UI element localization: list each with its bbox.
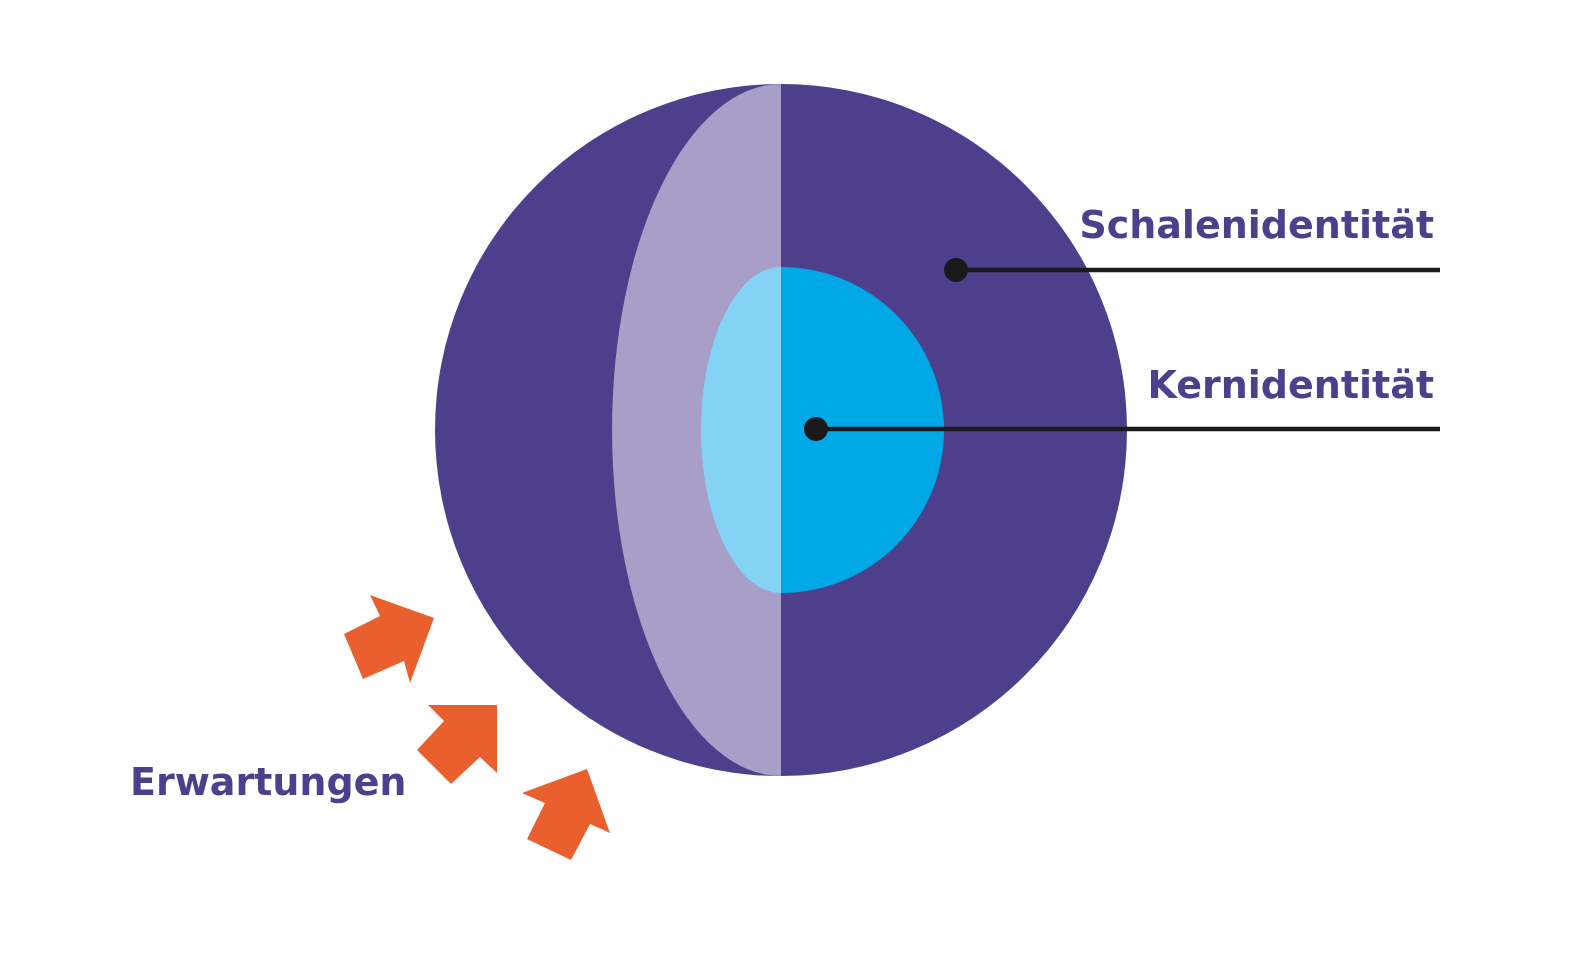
shell-identity-label: Schalenidentität [1079, 203, 1434, 247]
core-leader-dot [804, 417, 828, 441]
shell-cross-section [612, 84, 781, 776]
shell-leader-dot [944, 258, 968, 282]
core-cross-section [701, 267, 781, 593]
expectation-arrow [417, 705, 497, 784]
core-identity-label: Kernidentität [1147, 363, 1434, 407]
expectation-arrow [344, 595, 434, 683]
expectations-label: Erwartungen [130, 760, 407, 804]
expectation-arrow [522, 769, 610, 860]
